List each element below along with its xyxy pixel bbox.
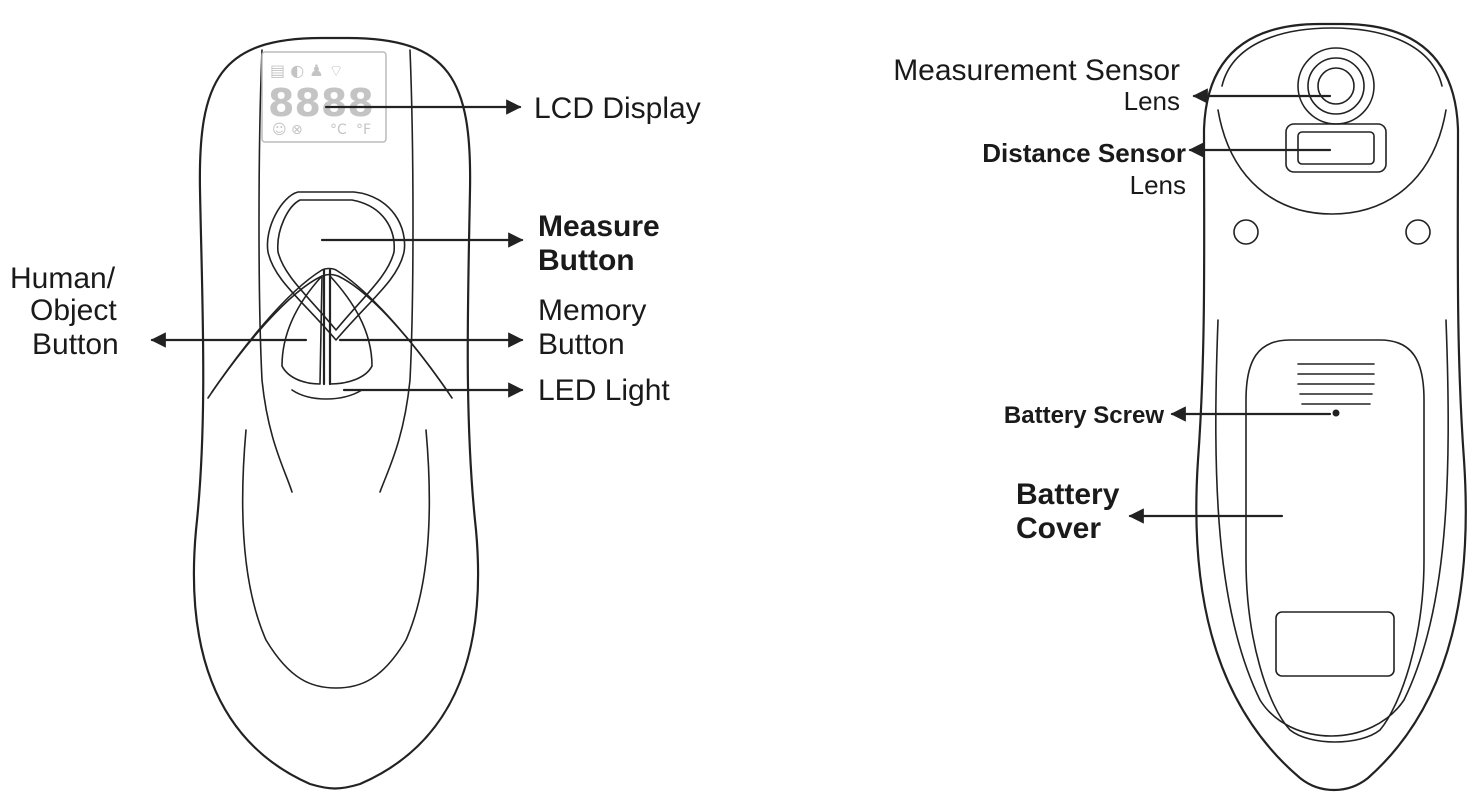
- label-led-light: LED Light: [538, 374, 670, 407]
- label-battery-cover-line2: Cover: [1016, 512, 1101, 545]
- measurement-sensor-lens-mid: [1307, 57, 1365, 115]
- lcd-frame: [261, 51, 387, 143]
- front-lower-contour: [241, 429, 431, 689]
- measurement-sensor-lens-outer: [1297, 47, 1375, 125]
- label-measure-line1: Measure: [538, 210, 660, 243]
- label-distance-line2: Lens: [1130, 170, 1186, 200]
- label-human-line2: Object: [30, 294, 117, 327]
- measure-button-inner: [277, 199, 395, 331]
- back-head-bowl: [1217, 109, 1447, 215]
- label-measurement-line2: Lens: [1124, 86, 1180, 116]
- lcd-screen: ▤ ◐ ♟ ⌔ 8888 ☺ ⊗ °C °F: [261, 51, 387, 143]
- lcd-face-icons: ☺ ⊗: [272, 122, 303, 138]
- label-distance-line1: Distance Sensor: [982, 138, 1186, 168]
- distance-sensor-lens-inner: [1297, 131, 1375, 165]
- front-right-groove: [379, 49, 414, 493]
- front-view: ▤ ◐ ♟ ⌔ 8888 ☺ ⊗ °C °F LCD Display Measu…: [10, 36, 701, 790]
- right-side-hole: [1405, 219, 1431, 245]
- battery-cover-ridges: [1297, 363, 1375, 405]
- battery-screw[interactable]: [1332, 409, 1340, 417]
- distance-sensor-lens-outer: [1285, 123, 1387, 173]
- measure-button[interactable]: [266, 191, 406, 341]
- lcd-digits: 8888: [268, 81, 374, 125]
- label-battery-cover-line1: Battery: [1016, 478, 1120, 511]
- led-light: [291, 389, 363, 400]
- lcd-celsius: °C: [330, 122, 347, 138]
- back-view: Measurement Sensor Lens Distance Sensor …: [893, 22, 1467, 791]
- label-memory-line1: Memory: [538, 294, 646, 327]
- label-human-line3: Button: [32, 328, 119, 361]
- label-memory-line2: Button: [538, 328, 625, 361]
- label-battery-screw: Battery Screw: [1004, 402, 1164, 429]
- battery-cover[interactable]: [1245, 339, 1425, 743]
- lcd-fahrenheit: °F: [356, 122, 371, 138]
- front-left-groove: [258, 49, 293, 493]
- measurement-sensor-lens-inner: [1317, 67, 1355, 105]
- label-human-line1: Human/: [10, 262, 116, 295]
- back-body-outline: [1195, 22, 1467, 791]
- front-body-outline: [192, 36, 480, 790]
- left-side-hole: [1233, 219, 1259, 245]
- human-object-button[interactable]: [281, 275, 323, 385]
- label-measurement-line1: Measurement Sensor: [893, 54, 1180, 87]
- label-measure-line2: Button: [538, 244, 635, 277]
- battery-label-window: [1275, 611, 1395, 677]
- back-lower-contour: [1215, 319, 1449, 737]
- lcd-top-icons: ▤ ◐ ♟ ⌔: [270, 61, 344, 80]
- label-lcd-display: LCD Display: [534, 92, 701, 125]
- back-head-cap: [1221, 27, 1443, 87]
- memory-button[interactable]: [329, 275, 373, 385]
